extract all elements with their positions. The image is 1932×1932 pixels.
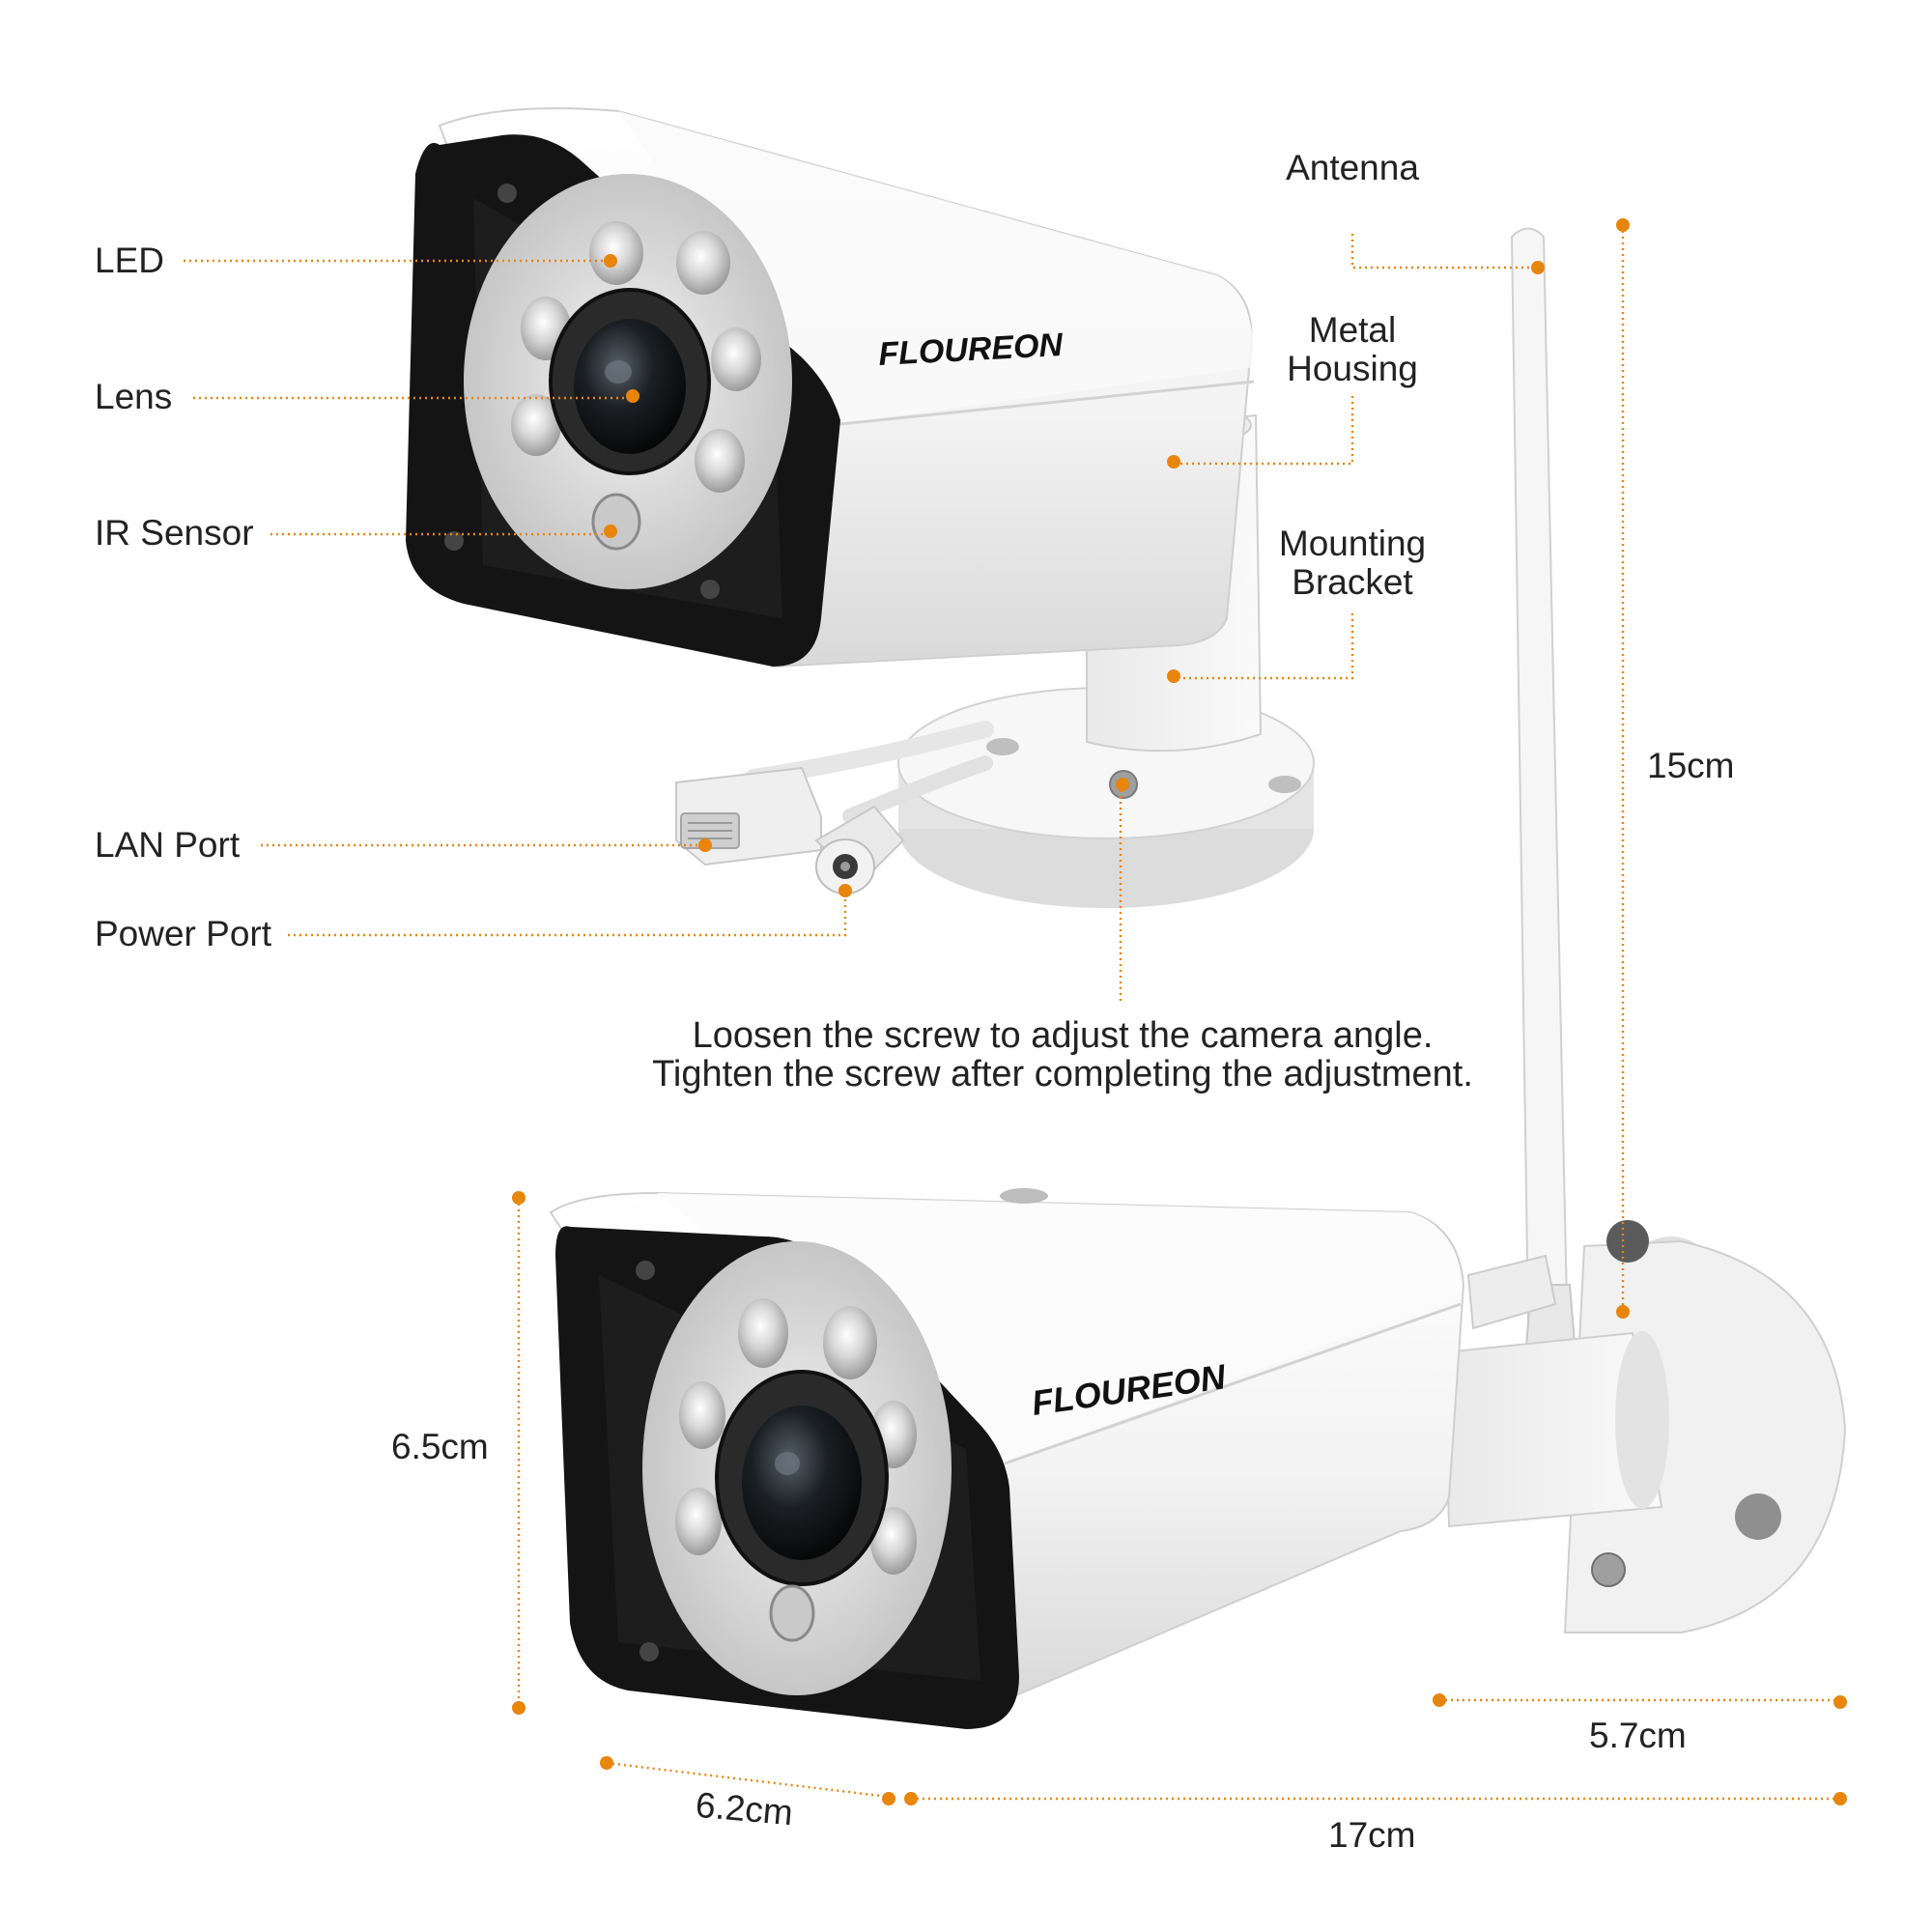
ir-sensor-icon <box>591 493 641 551</box>
adjustment-note-line1: Loosen the screw to adjust the camera an… <box>692 1015 1434 1056</box>
label-mounting-bracket-line2: Bracket <box>1292 562 1413 602</box>
front-face-icon-bottom <box>555 1226 1019 1729</box>
leader-line-power-port <box>288 891 847 937</box>
dimension-height-total: 15cm <box>1647 746 1735 785</box>
label-ir-sensor: IR Sensor <box>95 513 254 553</box>
power-connector-icon <box>814 805 905 895</box>
leader-line-antenna <box>1350 234 1536 270</box>
label-mounting-bracket-line1: Mounting <box>1278 524 1427 563</box>
top-camera: FLOUREON <box>406 107 1315 908</box>
leader-line-metal-housing <box>1174 396 1354 466</box>
dimension-height-body: 6.5cm <box>391 1427 489 1466</box>
label-led: LED <box>95 241 164 280</box>
label-lens: Lens <box>95 377 173 416</box>
label-metal-housing-line2: Housing <box>1287 349 1418 388</box>
label-metal-housing-line1: Metal <box>1308 310 1397 350</box>
label-antenna: Antenna <box>1286 148 1419 187</box>
lens-icon <box>549 288 711 475</box>
ir-sensor-icon-bottom <box>769 1584 815 1642</box>
label-lan-port: LAN Port <box>95 825 241 865</box>
leader-lines <box>184 234 1545 1005</box>
adjustment-note-line2: Tighten the screw after completing the a… <box>652 1054 1473 1094</box>
dimension-base: 5.7cm <box>1589 1716 1687 1755</box>
lens-icon-bottom <box>715 1370 889 1586</box>
dimension-lines <box>512 218 1847 1805</box>
mount-arm-icon <box>1442 1254 1669 1528</box>
label-power-port: Power Port <box>95 914 272 953</box>
leader-line-mounting-bracket <box>1174 613 1354 680</box>
led-array-icon <box>511 221 761 493</box>
bottom-camera: FLOUREON <box>549 1188 1847 1729</box>
dimension-line-depth <box>606 1761 890 1799</box>
dimension-length: 17cm <box>1328 1815 1416 1855</box>
adjustment-note: Loosen the screw to adjust the camera an… <box>541 1016 1584 1094</box>
antenna-icon <box>1510 227 1577 1350</box>
lan-connector-icon <box>675 766 822 867</box>
